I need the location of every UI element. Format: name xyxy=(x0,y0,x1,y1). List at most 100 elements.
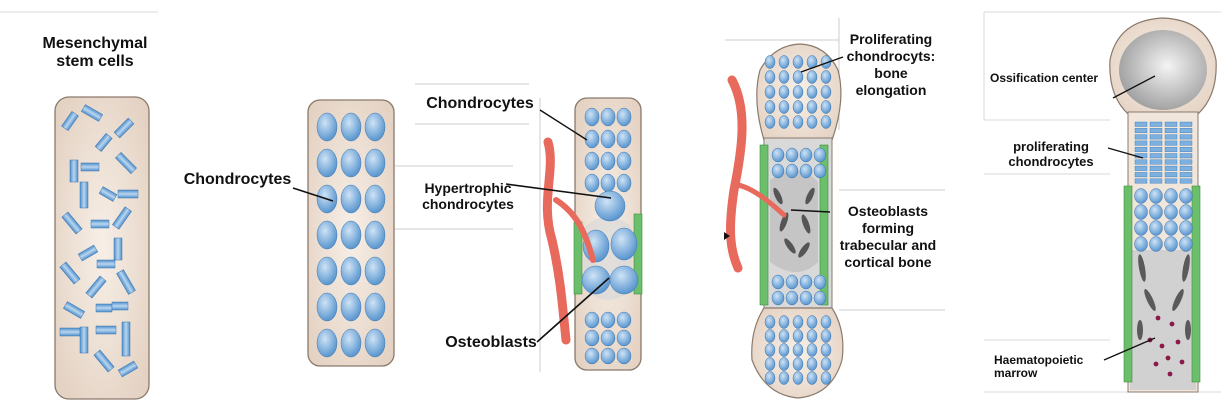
chondrocyte-cell xyxy=(800,148,812,162)
proliferating-cell xyxy=(1180,160,1192,165)
label-proliferating-chondrocyts: Proliferating chondrocyts: bone elongati… xyxy=(841,31,941,99)
chondrocyte-cell xyxy=(793,372,803,385)
chondrocyte-cell xyxy=(341,329,361,357)
chondrocyte-cell xyxy=(341,113,361,141)
chondrocyte-cell xyxy=(765,71,775,84)
label-hypertrophic-chondrocytes: Hypertrophic chondrocytes xyxy=(405,181,531,212)
proliferating-cell xyxy=(1135,172,1147,177)
proliferating-cell xyxy=(1135,166,1147,171)
chondrocyte-cell xyxy=(821,372,831,385)
chondrocyte-cell xyxy=(779,116,789,129)
chondrocyte-cell xyxy=(1180,237,1193,252)
chondrocyte-cell xyxy=(765,344,775,357)
chondrocyte-cell xyxy=(800,291,812,305)
chondrocyte-cell xyxy=(800,164,812,178)
chondrocyte-cell xyxy=(772,148,784,162)
chondrocyte-cell xyxy=(341,293,361,321)
proliferating-cell xyxy=(1165,147,1177,152)
chondrocyte-cell xyxy=(585,174,599,192)
chondrocyte-cell xyxy=(601,312,615,328)
chondrocyte-cell xyxy=(365,329,385,357)
cortex-left xyxy=(1124,186,1132,382)
proliferating-cell xyxy=(1150,135,1162,140)
chondrocyte-cell xyxy=(821,116,831,129)
chondrocyte-cell xyxy=(793,316,803,329)
label-proliferating-chondrocytes: proliferating chondrocytes xyxy=(996,140,1106,169)
chondrocyte-cell xyxy=(765,116,775,129)
chondrocyte-cell xyxy=(601,348,615,364)
chondrocyte-cell xyxy=(821,358,831,371)
blood-vessel xyxy=(547,142,566,340)
proliferating-cell xyxy=(1180,141,1192,146)
proliferating-cell xyxy=(1180,128,1192,133)
chondrocyte-cell xyxy=(779,71,789,84)
chondrocyte-cell xyxy=(317,149,337,177)
chondrocyte-cell xyxy=(317,329,337,357)
chondrocyte-cell xyxy=(807,101,817,114)
chondrocyte-cell xyxy=(814,164,826,178)
proliferating-cell xyxy=(1150,147,1162,152)
proliferating-cell xyxy=(1165,122,1177,127)
chondrocyte-cell xyxy=(807,86,817,99)
chondrocyte-cell xyxy=(601,152,615,170)
chondrocyte-cell xyxy=(793,101,803,114)
proliferating-cell xyxy=(1150,172,1162,177)
chondrocyte-cell xyxy=(814,291,826,305)
chondrocyte-cell xyxy=(1165,237,1178,252)
chondrocyte-cell xyxy=(317,113,337,141)
label-osteoblasts-forming-bone: Osteoblasts forming trabecular and corti… xyxy=(833,203,943,271)
chondrocyte-cell xyxy=(341,149,361,177)
chondrocyte-cell xyxy=(365,185,385,213)
chondrocyte-cell xyxy=(1135,189,1148,204)
chondrocyte-cell xyxy=(793,358,803,371)
chondrocyte-cell xyxy=(1135,221,1148,236)
chondrocyte-cell xyxy=(793,86,803,99)
chondrocyte-cell xyxy=(814,275,826,289)
chondrocyte-cell xyxy=(814,148,826,162)
chondrocyte-cell xyxy=(1150,189,1163,204)
trabecular-zone xyxy=(770,170,818,272)
proliferating-cell xyxy=(1165,179,1177,184)
chondrocyte-cell xyxy=(765,330,775,343)
proliferating-cell xyxy=(1150,166,1162,171)
chondrocyte-cell xyxy=(821,86,831,99)
chondrocyte-cell xyxy=(1180,189,1193,204)
chondrocyte-cell xyxy=(779,344,789,357)
chondrocyte-cell xyxy=(611,228,637,260)
chondrocyte-cell xyxy=(341,221,361,249)
proliferating-cell xyxy=(1135,147,1147,152)
chondrocyte-cell xyxy=(1165,205,1178,220)
chondrocyte-cell xyxy=(786,148,798,162)
label-chondrocytes-1: Chondrocytes xyxy=(175,171,300,189)
chondrocyte-cell xyxy=(1165,189,1178,204)
cortical-bone-left xyxy=(760,145,768,305)
chondrocyte-cell xyxy=(617,174,631,192)
chondrocyte-cell xyxy=(585,108,599,126)
chondrocyte-cell xyxy=(807,116,817,129)
proliferating-cell xyxy=(1165,172,1177,177)
proliferating-cell xyxy=(1150,160,1162,165)
chondrocyte-cell xyxy=(317,293,337,321)
chondrocyte-cell xyxy=(585,130,599,148)
proliferating-cell xyxy=(1180,179,1192,184)
chondrocyte-cell xyxy=(365,113,385,141)
chondrocyte-cell xyxy=(807,372,817,385)
panel-ossification xyxy=(984,12,1221,392)
proliferating-cell xyxy=(1165,154,1177,159)
chondrocyte-cell xyxy=(765,316,775,329)
chondrocyte-cell xyxy=(317,257,337,285)
chondrocyte-cell xyxy=(786,291,798,305)
chondrocyte-cell xyxy=(585,152,599,170)
blood-vessel-2 xyxy=(731,80,743,268)
chondrocyte-cell xyxy=(341,257,361,285)
chondrocyte-cell xyxy=(601,108,615,126)
label-ossification-center: Ossification center xyxy=(990,72,1112,85)
chondrocyte-cell xyxy=(765,56,775,69)
chondrocyte-cell xyxy=(610,266,638,294)
chondrocyte-cell xyxy=(765,358,775,371)
chondrocyte-cell xyxy=(807,330,817,343)
chondrocyte-cell xyxy=(585,348,599,364)
chondrocyte-cell xyxy=(779,372,789,385)
chondrocyte-cell xyxy=(772,291,784,305)
label-osteoblasts: Osteoblasts xyxy=(436,334,546,352)
